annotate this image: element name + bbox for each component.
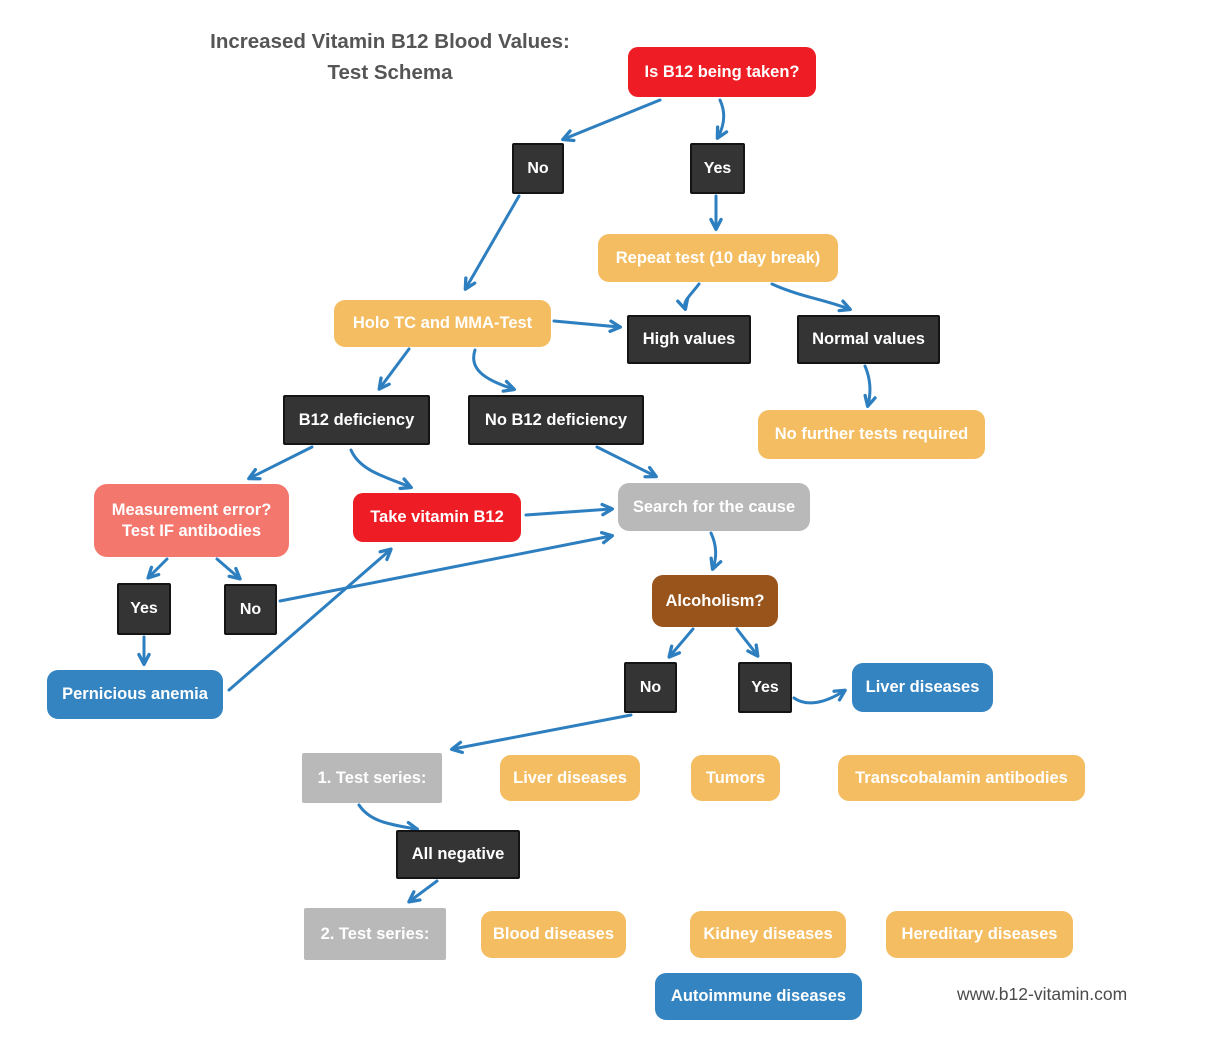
node-label: Repeat test (10 day break)	[615, 248, 821, 267]
node-hereditary-diseases: Hereditary diseases	[886, 911, 1073, 958]
node-label: Autoimmune diseases	[670, 987, 847, 1006]
node-label: No further tests required	[774, 425, 969, 444]
arrow-repeat-to-high	[676, 282, 701, 311]
node-liver-diseases-result: Liver diseases	[852, 663, 993, 712]
arrow-measerror-to-yes	[146, 557, 169, 580]
node-label: Hereditary diseases	[901, 925, 1058, 944]
node-label: Take vitamin B12	[370, 508, 504, 527]
node-label: Tumors	[705, 768, 766, 787]
node-is-b12-being-taken: Is B12 being taken?	[628, 47, 816, 97]
node-search-for-cause: Search for the cause	[618, 483, 810, 531]
node-label-line1: Measurement error?	[111, 500, 272, 519]
arrow-holotc-to-nob12def	[472, 348, 516, 393]
node-label: Liver diseases	[865, 678, 980, 697]
node-label: No	[239, 600, 262, 618]
arrow-allnegative-to-testseries2	[407, 879, 439, 904]
node-yes-if-antibodies: Yes	[117, 583, 171, 635]
node-label: Yes	[703, 159, 732, 177]
node-label: Liver diseases	[513, 768, 627, 787]
node-label: High values	[642, 330, 736, 349]
node-no-further-tests: No further tests required	[758, 410, 985, 459]
node-blood-diseases: Blood diseases	[481, 911, 626, 958]
node-label: No B12 deficiency	[484, 410, 628, 429]
node-yes-alcohol: Yes	[738, 662, 792, 713]
arrow-pernicious-to-takeb12	[227, 547, 393, 692]
node-label: Search for the cause	[632, 497, 796, 516]
arrow-isb12-to-yes	[715, 98, 729, 140]
node-take-vitamin-b12: Take vitamin B12	[353, 493, 521, 542]
node-holo-tc-mma-test: Holo TC and MMA-Test	[334, 300, 551, 347]
node-repeat-test: Repeat test (10 day break)	[598, 234, 838, 282]
node-no-alcohol: No	[624, 662, 677, 713]
node-measurement-error: Measurement error? Test IF antibodies	[94, 484, 289, 557]
node-transcobalamin-antibodies: Transcobalamin antibodies	[838, 755, 1085, 801]
node-alcoholism: Alcoholism?	[652, 575, 778, 627]
node-label: 2. Test series:	[320, 924, 430, 943]
node-label: Kidney diseases	[703, 925, 833, 944]
node-label: Holo TC and MMA-Test	[352, 314, 533, 333]
node-test-series-1: 1. Test series:	[302, 753, 442, 803]
node-label: No	[527, 159, 549, 177]
arrow-nob12def-to-search	[595, 445, 658, 479]
arrow-measerror-to-no	[215, 557, 242, 581]
node-high-values: High values	[627, 315, 751, 364]
arrow-search-to-alcoholism	[709, 531, 723, 571]
arrow-no-to-search	[278, 530, 615, 603]
node-test-series-2: 2. Test series:	[304, 908, 446, 960]
node-label: Pernicious anemia	[62, 685, 208, 704]
node-b12-deficiency: B12 deficiency	[283, 395, 430, 445]
node-label: No	[639, 678, 662, 696]
node-liver-diseases: Liver diseases	[500, 755, 640, 801]
arrow-no-to-testseries1	[449, 713, 633, 755]
page-title-line1: Increased Vitamin B12 Blood Values:	[210, 30, 570, 53]
node-pernicious-anemia: Pernicious anemia	[47, 670, 223, 719]
node-label: Blood diseases	[492, 925, 615, 944]
arrow-holotc-to-b12def	[377, 347, 411, 391]
website-url: www.b12-vitamin.com	[957, 984, 1128, 1004]
arrow-holotc-to-high	[552, 319, 623, 333]
page-title: Increased Vitamin B12 Blood Values: Test…	[180, 26, 600, 88]
node-no-top: No	[512, 143, 564, 194]
node-label-line2: Test IF antibodies	[121, 521, 262, 540]
node-label: B12 deficiency	[298, 410, 415, 429]
page-title-line2: Test Schema	[327, 61, 453, 84]
arrow-yes-to-liverdiseases	[792, 688, 847, 705]
arrow-takeb12-to-search	[524, 502, 615, 517]
node-label: Yes	[130, 600, 158, 617]
node-all-negative: All negative	[396, 830, 520, 879]
arrow-b12def-to-takeb12	[349, 448, 413, 491]
arrow-isb12-to-no	[561, 98, 662, 143]
node-tumors: Tumors	[691, 755, 780, 801]
node-label: Transcobalamin antibodies	[855, 768, 1068, 787]
node-kidney-diseases: Kidney diseases	[690, 911, 846, 958]
node-label: Yes	[751, 678, 779, 696]
node-no-if-antibodies: No	[224, 584, 277, 635]
node-label: Normal values	[812, 330, 925, 349]
node-normal-values: Normal values	[797, 315, 940, 364]
arrow-repeat-to-normal	[770, 282, 852, 313]
node-label: All negative	[411, 845, 505, 864]
arrow-alcoholism-to-yes	[735, 627, 760, 658]
arrow-b12def-to-measerror	[247, 445, 314, 481]
node-autoimmune-diseases: Autoimmune diseases	[655, 973, 862, 1020]
node-label: Is B12 being taken?	[644, 62, 800, 81]
arrow-no-to-holotc	[463, 194, 521, 291]
node-no-b12-deficiency: No B12 deficiency	[468, 395, 644, 445]
arrow-testseries1-to-allnegative	[357, 803, 420, 835]
node-label: 1. Test series:	[317, 768, 427, 787]
node-yes-top: Yes	[690, 143, 745, 194]
node-label: Alcoholism?	[665, 591, 765, 610]
arrow-normal-to-nofurther	[863, 364, 877, 408]
arrow-alcoholism-to-no	[667, 627, 695, 659]
